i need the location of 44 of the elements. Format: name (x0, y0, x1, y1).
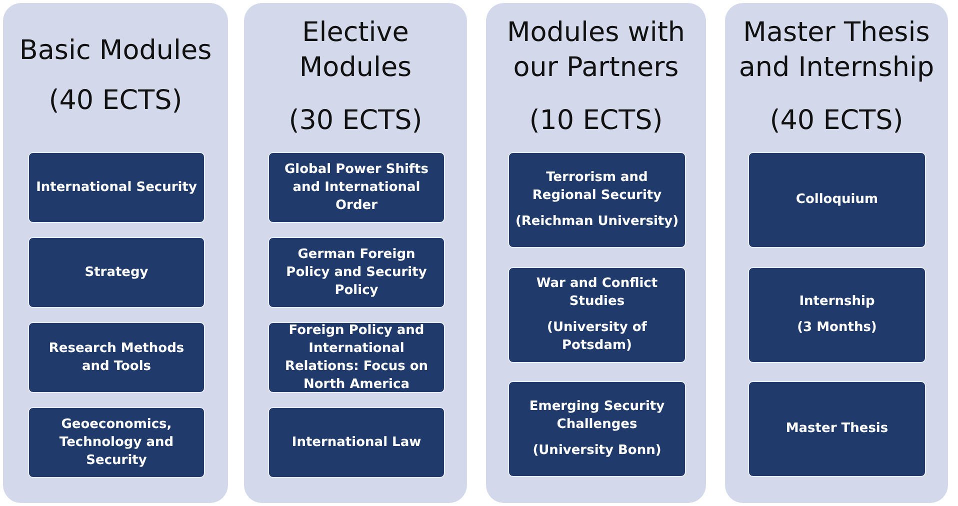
ects-credits: (40 ECTS) (48, 84, 184, 118)
ects-credits: (30 ECTS) (288, 104, 424, 138)
module-group-panel (725, 3, 948, 503)
module-box (508, 152, 686, 248)
module-box (28, 407, 205, 478)
module-note: (University of Potsdam) (546, 319, 648, 355)
module-title: War and Conflict Studies (535, 275, 659, 311)
module-title: International Security (36, 178, 197, 196)
module-title: Emerging Security Challenges (528, 398, 666, 434)
module-box (268, 407, 445, 478)
module-note: (University Bonn) (532, 442, 662, 460)
module-note: (Reichman University) (515, 213, 679, 231)
module-title: Terrorism and Regional Security (531, 169, 663, 205)
module-group-panel (3, 3, 228, 503)
module-box (748, 152, 926, 248)
module-title: Global Power Shifts and International Order (283, 160, 430, 214)
module-box (748, 267, 926, 363)
module-group-panel (244, 3, 467, 503)
ects-credits: (10 ECTS) (528, 104, 664, 138)
module-box (268, 152, 445, 223)
module-box (748, 381, 926, 477)
ects-credits: (40 ECTS) (768, 104, 904, 138)
module-note: (3 Months) (797, 319, 877, 337)
module-title: Foreign Policy and International Relations: Focus on North America (284, 322, 430, 394)
panel-heading: Master Thesis and Internship (738, 16, 936, 85)
module-title: Geoeconomics, Technology and Security (58, 416, 175, 470)
module-box (28, 152, 205, 223)
panel-heading: Elective Modules (298, 16, 413, 85)
module-box (508, 267, 686, 363)
module-title: German Foreign Policy and Security Policy (285, 246, 428, 300)
module-title: Colloquium (796, 191, 878, 209)
panel-heading: Modules with our Partners (506, 16, 686, 85)
module-box (28, 237, 205, 308)
module-title: Internship (799, 293, 875, 311)
module-title: Strategy (84, 264, 148, 282)
module-title: International Law (292, 434, 422, 452)
module-title: Research Methods and Tools (48, 340, 186, 376)
module-group-panel (486, 3, 706, 503)
module-box (268, 237, 445, 308)
module-box (28, 322, 205, 393)
module-title: Master Thesis (786, 420, 888, 438)
module-box (508, 381, 686, 477)
module-box (268, 322, 445, 393)
panel-heading: Basic Modules (18, 34, 213, 68)
